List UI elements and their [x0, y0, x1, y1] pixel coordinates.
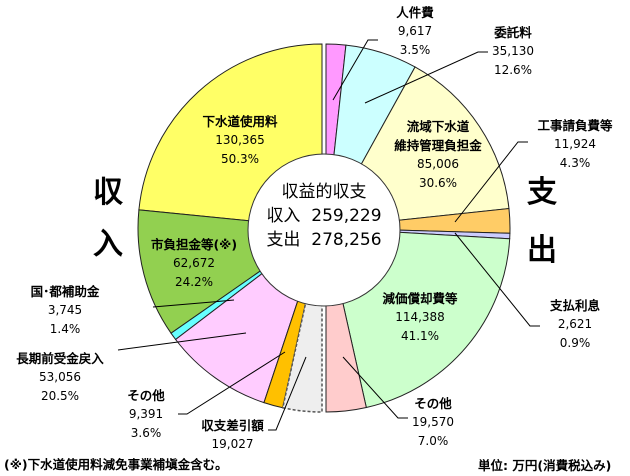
leader-line	[364, 51, 488, 104]
center-summary: 収益的収支 収入 259,229 支出 278,256	[258, 180, 390, 252]
income-side-label-2: 入	[93, 227, 123, 262]
leader-line	[454, 232, 540, 327]
unit-label: 単位: 万円(消費税込み)	[478, 458, 612, 473]
leader-line	[342, 356, 408, 419]
income-side-label-1: 収	[93, 175, 123, 210]
expense-side-label-2: 出	[527, 233, 557, 268]
leader-line	[178, 351, 286, 415]
leader-line	[117, 332, 247, 351]
leader-line	[332, 39, 378, 101]
center-title: 収益的収支	[281, 182, 367, 202]
leader-line	[152, 299, 235, 308]
footnote: (※)下水道使用料減免事業補塡金含む。	[4, 457, 228, 472]
leader-line	[268, 356, 307, 431]
center-expense: 支出 278,256	[266, 230, 382, 250]
expense-side-label-1: 支	[527, 175, 557, 210]
center-income: 収入 259,229	[266, 206, 382, 226]
leader-line	[454, 141, 528, 223]
center-circle	[247, 153, 401, 307]
